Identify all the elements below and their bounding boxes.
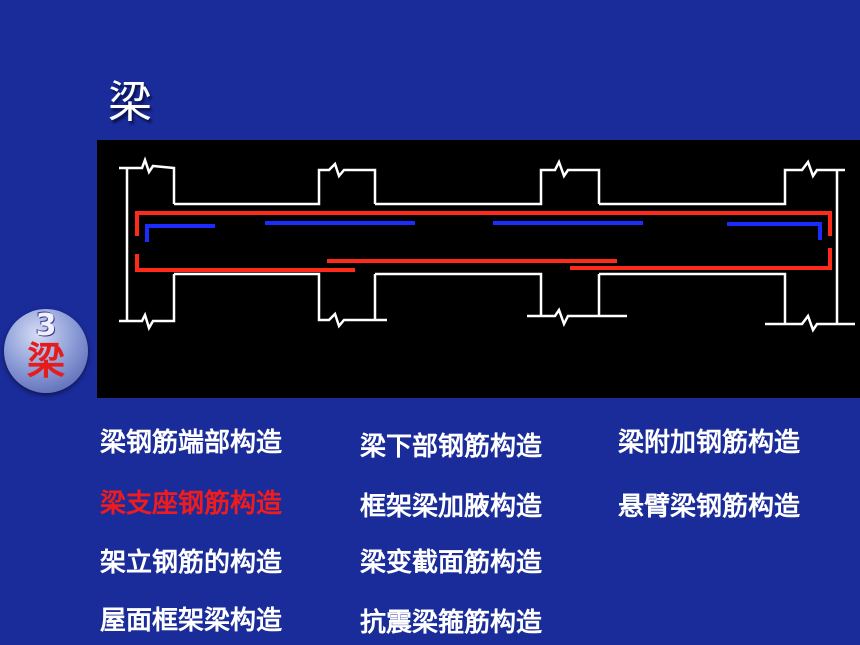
beam-diagram-svg	[119, 156, 855, 333]
top-continuous-bar	[135, 211, 832, 236]
bottom-bar-right	[570, 248, 832, 270]
left-column-outline	[119, 156, 176, 204]
beam-top-right	[599, 159, 845, 206]
link-beam-support[interactable]: 梁支座钢筋构造	[100, 489, 283, 519]
beam-bottom-middle	[375, 272, 627, 328]
link-beam-end[interactable]: 梁钢筋端部构造	[100, 428, 283, 458]
link-roof-frame[interactable]: 屋面框架梁构造	[100, 606, 283, 636]
link-frame-haunch[interactable]: 框架梁加腋构造	[360, 492, 543, 522]
slide-title: 梁	[108, 77, 154, 128]
link-section-change[interactable]: 梁变截面筋构造	[360, 548, 543, 578]
beam-outline	[119, 156, 855, 333]
badge-char: 梁	[26, 339, 65, 383]
beam-top-left	[174, 161, 377, 206]
badge-number: 3	[35, 308, 57, 343]
link-erection-bar[interactable]: 架立钢筋的构造	[100, 548, 283, 578]
link-beam-additional[interactable]: 梁附加钢筋构造	[618, 428, 801, 458]
beam-bottom-right	[599, 272, 855, 333]
beam-reinforcement-diagram	[97, 140, 860, 398]
link-seismic-stirrup[interactable]: 抗震梁箍筋构造	[360, 608, 543, 638]
support-bar-right	[727, 222, 822, 240]
link-beam-bottom[interactable]: 梁下部钢筋构造	[360, 432, 543, 462]
bottom-bar-left	[135, 254, 355, 272]
section-badge[interactable]: 3 梁	[4, 309, 88, 393]
link-cantilever[interactable]: 悬臂梁钢筋构造	[618, 492, 801, 522]
beam-top-middle	[375, 158, 601, 206]
beam-bottom-left	[174, 272, 387, 329]
support-bar-left	[145, 224, 215, 242]
left-column-lower	[119, 274, 176, 332]
